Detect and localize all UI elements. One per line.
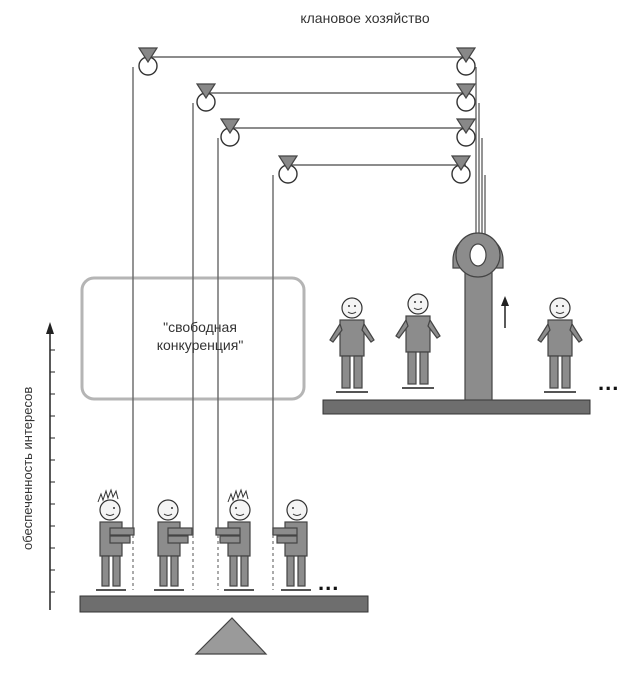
axis — [46, 322, 55, 610]
clan-platform — [322, 232, 591, 415]
ellipsis-left: ... — [318, 570, 340, 595]
free-competition-label: "свободная конкуренция" — [156, 319, 244, 353]
pulleys — [138, 47, 476, 184]
axis-label: обеспеченность интересов — [20, 386, 35, 550]
competition-platform — [79, 488, 369, 655]
clan-economy-label: клановое хозяйство — [300, 10, 430, 26]
ropes — [132, 56, 486, 535]
ellipsis-right: ... — [598, 370, 620, 395]
